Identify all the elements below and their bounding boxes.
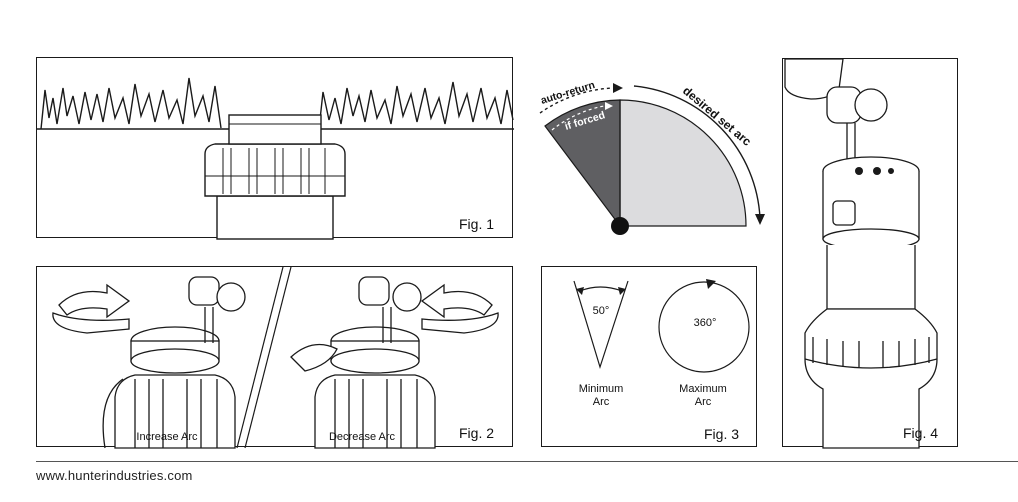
min-arc-caption-1: Minimum [578, 383, 624, 395]
min-angle-label: 50° [592, 305, 610, 317]
desired-arc-arrow [633, 85, 761, 219]
min-arc-wedge [573, 280, 629, 370]
fig4-panel: Fig. 4 [782, 58, 958, 449]
fig4-illustration [784, 58, 938, 449]
fig1-illustration [37, 77, 514, 240]
footer-rule [36, 461, 1018, 462]
fig2-label: Fig. 2 [459, 425, 495, 441]
max-arc-caption-1: Maximum [679, 383, 727, 395]
fig4-label: Fig. 4 [903, 425, 939, 441]
auto-return-arrow [539, 87, 613, 114]
max-angle-label: 360° [693, 317, 717, 329]
fig2-panel: Increase Arc Decrease Arc Fig. 2 [36, 266, 513, 449]
min-arc-caption-2: Arc [592, 396, 610, 408]
max-arc-circle [658, 281, 750, 373]
grass-left [40, 77, 222, 130]
grass-right [318, 81, 514, 130]
auto-return-label: auto-return [539, 79, 596, 107]
fig1-label: Fig. 1 [459, 216, 495, 232]
footer-url[interactable]: www.hunterindustries.com [36, 468, 193, 483]
fig2-illustration [52, 266, 499, 449]
increase-arc-caption: Increase Arc [136, 431, 198, 443]
fig3-illustration [573, 279, 750, 373]
dark-sector [544, 99, 621, 228]
max-arc-caption-2: Arc [694, 396, 712, 408]
light-sector [619, 99, 747, 227]
fig1-panel: Fig. 1 [36, 57, 514, 240]
pivot-dot [611, 217, 629, 235]
left-sprinkler [102, 276, 246, 449]
fig3-panel: 50° 360° Minimum Arc Maximum Arc Fig. 3 [541, 266, 757, 447]
right-sprinkler [290, 276, 436, 449]
fig3-label: Fig. 3 [704, 426, 740, 442]
decrease-arc-caption: Decrease Arc [328, 431, 396, 443]
